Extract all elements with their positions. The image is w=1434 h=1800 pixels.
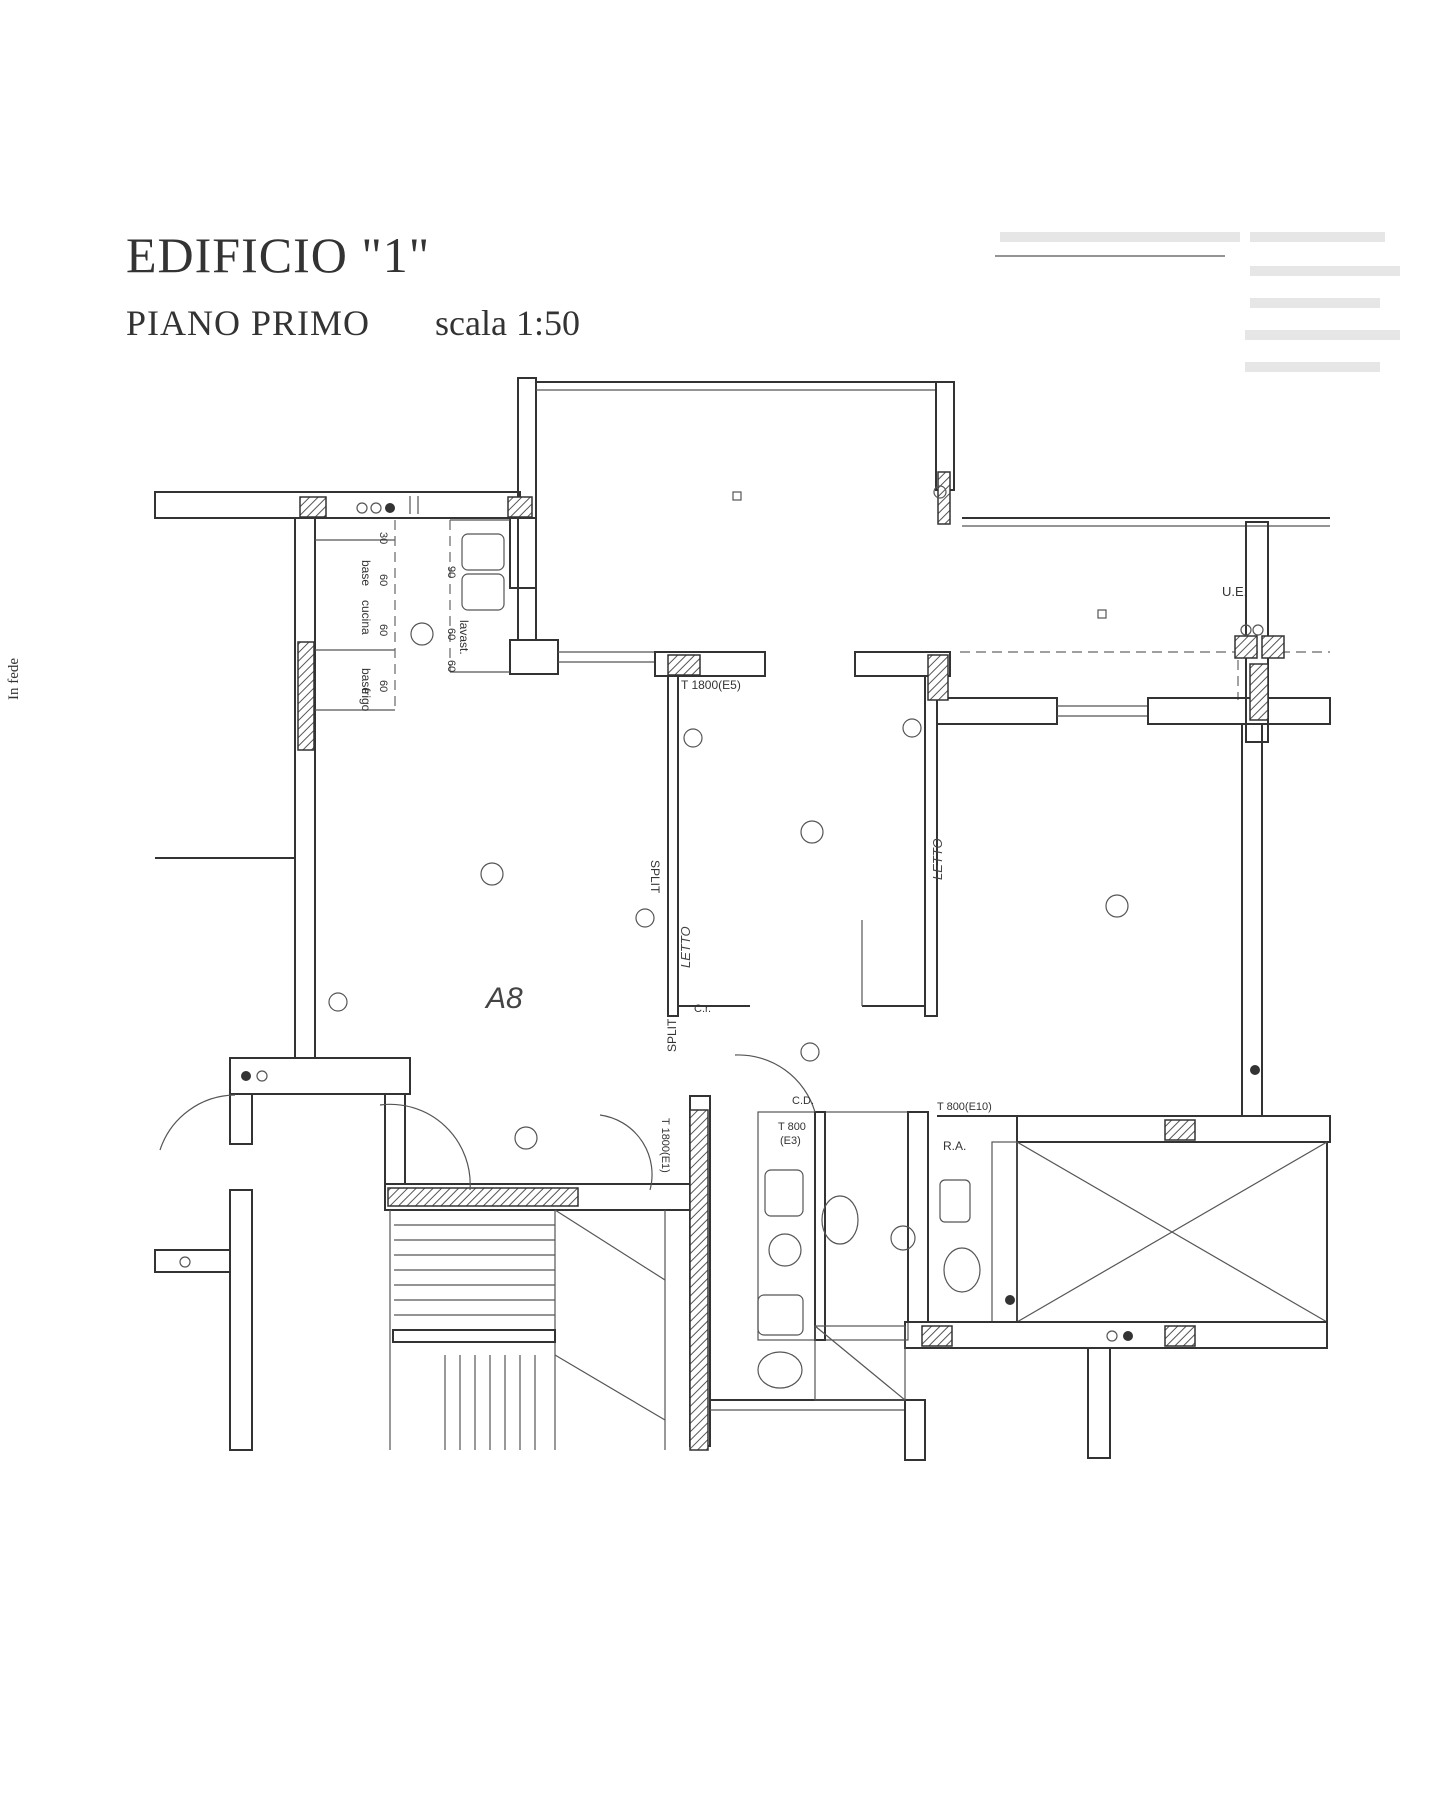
stair-treads — [394, 1209, 666, 1450]
split-label-2: SPLIT — [665, 1018, 679, 1052]
faint-notes — [995, 232, 1400, 372]
letto-label-1: LETTO — [678, 926, 693, 968]
t1800-e5-label: T 1800(E5) — [681, 678, 741, 692]
split-label-1: SPLIT — [648, 860, 662, 894]
plan-labels: U.E. T 1800(E5) SPLIT SPLIT LETTO LETTO … — [359, 532, 1247, 1173]
base-label-2: base — [359, 668, 373, 694]
cucina-label: cucina — [359, 600, 373, 635]
title-block: EDIFICIO "1" PIANO PRIMO scala 1:50 — [126, 230, 580, 344]
room-symbols — [328, 622, 1129, 1150]
cd-label: C.D. — [792, 1095, 814, 1107]
bathroom-fixtures — [159, 1054, 981, 1401]
dim-60-e: 60 — [445, 660, 457, 672]
pillars — [297, 471, 1285, 1451]
floor-label: PIANO PRIMO — [126, 303, 371, 343]
dim-90: 90 — [445, 566, 457, 578]
dim-60-c: 60 — [377, 680, 389, 692]
zone-label: A8 — [484, 982, 523, 1015]
scale-label: scala 1:50 — [435, 303, 580, 343]
t800-e10-label: T 800(E10) — [937, 1101, 992, 1113]
ue-label: U.E. — [1222, 584, 1247, 599]
building-title: EDIFICIO "1" — [126, 227, 431, 283]
dim-60-b: 60 — [377, 624, 389, 636]
dim-30: 30 — [377, 532, 389, 544]
walls — [154, 491, 1331, 1461]
subtitle-row: PIANO PRIMO scala 1:50 — [126, 302, 580, 344]
outlets — [179, 485, 1264, 1342]
base-label-1: base — [359, 560, 373, 586]
lavast-label: lavast. — [457, 620, 471, 655]
dim-60-d: 60 — [445, 628, 457, 640]
e3-label: (E3) — [780, 1135, 801, 1147]
kitchen-units — [315, 519, 510, 711]
cr-label: C.r. — [694, 1003, 711, 1015]
t1800-e1-label: T 1800(E1) — [659, 1118, 671, 1173]
frigo-label: frigo — [359, 688, 373, 712]
ra-label: R.A. — [943, 1139, 966, 1153]
dim-60-a: 60 — [377, 574, 389, 586]
t800-e3-label: T 800 — [778, 1121, 806, 1133]
letto-label-2: LETTO — [930, 838, 945, 880]
